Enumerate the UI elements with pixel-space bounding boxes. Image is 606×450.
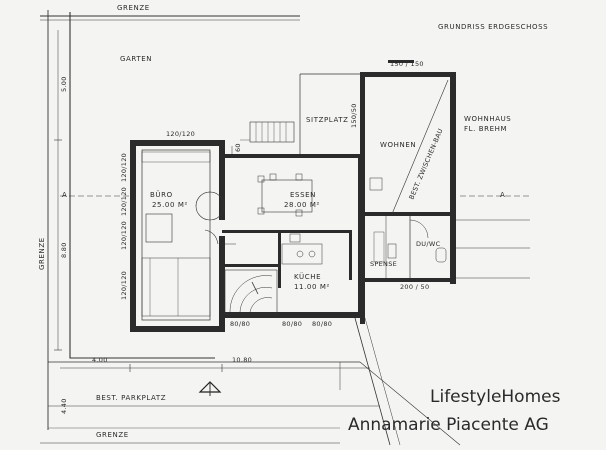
dim-80-80-a: 80/80 (230, 320, 250, 328)
dim-1080: 10.80 (232, 356, 252, 364)
dim-440: 4.40 (60, 398, 68, 414)
existing-building (360, 60, 530, 324)
label-essen-area: 28.00 M² (284, 201, 320, 209)
house-walls (130, 140, 363, 332)
label-parkplatz: BEST. PARKPLATZ (96, 394, 166, 402)
dim-150-150: 150 / 150 (390, 60, 424, 68)
watermark-line1: LifestyleHomes (430, 387, 561, 407)
dim-880: 8.80 (60, 242, 68, 258)
label-spense: SPENSE (370, 260, 397, 268)
label-du-wc: DU/WC (416, 240, 441, 248)
label-wohnhaus-2: FL. BREHM (464, 125, 507, 133)
label-wohnhaus-1: WOHNHAUS (464, 115, 511, 123)
dim-400: 4.00 (92, 356, 108, 364)
label-garten: GARTEN (120, 55, 152, 63)
label-section-a-left: A (62, 191, 67, 199)
dim-120-120-l2: 120/120 (120, 187, 128, 216)
dim-80-80-c: 80/80 (312, 320, 332, 328)
label-buero-area: 25.00 M² (152, 201, 188, 209)
dim-80-80-b: 80/80 (282, 320, 302, 328)
label-grenze-bottom: GRENZE (96, 431, 129, 439)
label-wohnen: WOHNEN (380, 141, 416, 149)
dim-200-50: 200 / 50 (400, 283, 429, 291)
dim-120-120-l4: 120/120 (120, 271, 128, 300)
label-kueche-name: KÜCHE (294, 272, 321, 281)
label-kueche-area: 11.00 M² (294, 283, 330, 291)
dim-60: 60 (234, 143, 242, 152)
site-lines (40, 10, 530, 446)
office-room (141, 140, 225, 321)
property-boundary (69, 12, 215, 359)
watermark-line2: Annamarie Piacente AG (348, 415, 549, 435)
label-sitzplatz: SITZPLATZ (306, 116, 349, 124)
label-buero-name: BÜRO (150, 190, 173, 199)
dim-120-120-l1: 120/120 (120, 153, 128, 182)
plan-title: GRUNDRISS ERDGESCHOSS (438, 23, 548, 31)
dim-120-120-top: 120/120 (166, 130, 195, 138)
label-section-a-right: A (500, 191, 505, 199)
dining-kitchen (222, 173, 383, 315)
terrace (231, 73, 362, 154)
entrance-arrow-icon (198, 381, 222, 396)
dim-500: 5.00 (60, 76, 68, 92)
label-grenze-top: GRENZE (117, 4, 150, 12)
dim-150-50: 150/50 (350, 103, 358, 128)
dim-120-120-l3: 120/120 (120, 221, 128, 250)
label-essen-name: ESSEN (290, 191, 316, 199)
label-grenze-left: GRENZE (38, 237, 46, 270)
